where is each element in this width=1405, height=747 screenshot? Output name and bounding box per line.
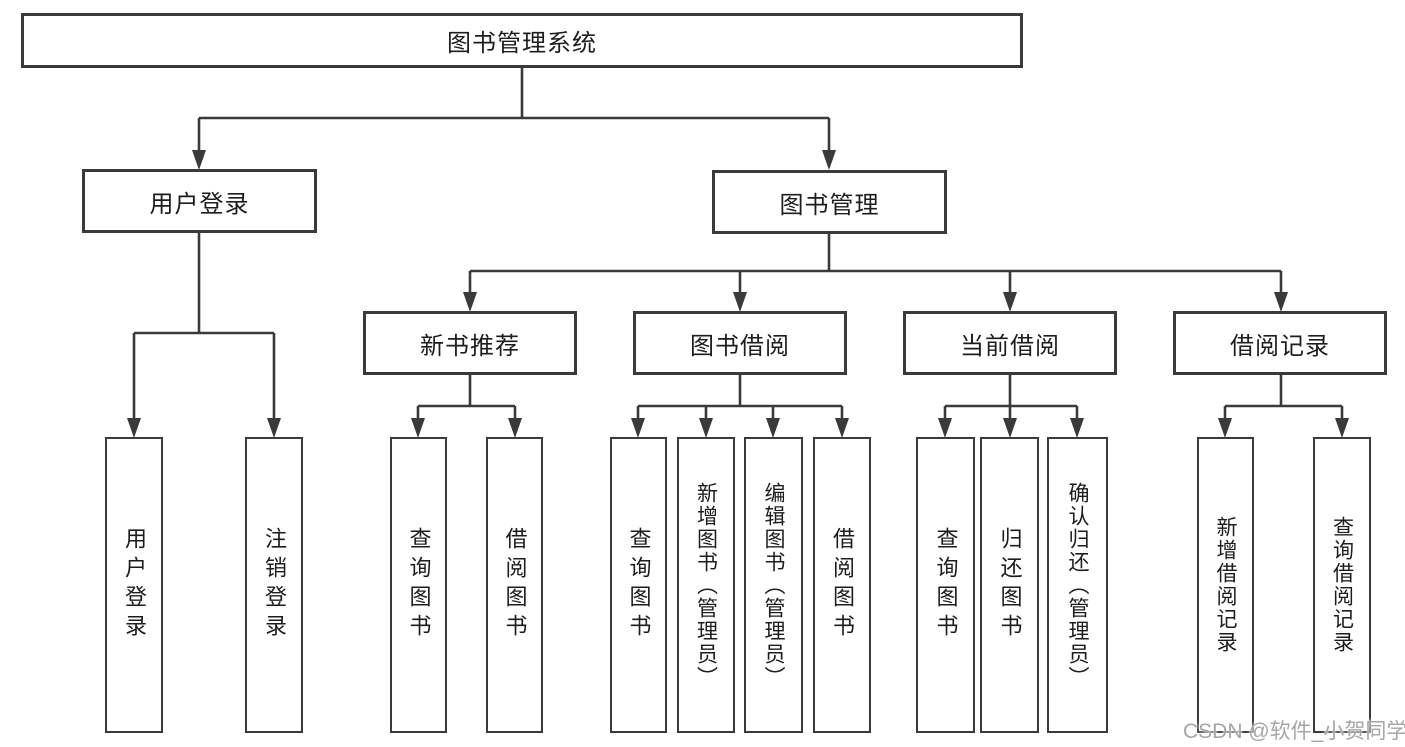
leaf-query-books-borrow: 查询图书 xyxy=(610,437,667,733)
csdn-watermark: CSDN @软件_小贺同学 xyxy=(1183,720,1405,743)
leaf-query-borrow-record: 查询借阅记录 xyxy=(1313,437,1371,733)
node-user-login-branch: 用户登录 xyxy=(82,169,317,233)
leaf-query-books-current: 查询图书 xyxy=(916,437,975,733)
node-label: 借阅记录 xyxy=(1230,332,1330,360)
node-system-root: 图书管理系统 xyxy=(21,13,1023,68)
node-book-management-branch: 图书管理 xyxy=(712,170,947,234)
leaf-add-borrow-record: 新增借阅记录 xyxy=(1197,437,1254,733)
leaf-logout: 注销登录 xyxy=(245,437,303,733)
node-label: 当前借阅 xyxy=(960,332,1060,360)
leaf-confirm-return-admin: 确认归还（管理员） xyxy=(1047,437,1108,733)
leaf-borrow-books: 借阅图书 xyxy=(813,437,871,733)
leaf-add-books-admin: 新增图书（管理员） xyxy=(677,437,735,733)
node-new-book-recommend: 新书推荐 xyxy=(363,311,577,375)
node-label: 用户登录 xyxy=(149,190,250,218)
node-label: 图书管理 xyxy=(779,191,880,219)
leaf-user-login: 用户登录 xyxy=(105,437,163,733)
node-book-borrow: 图书借阅 xyxy=(633,311,847,375)
node-borrow-records: 借阅记录 xyxy=(1173,311,1387,375)
leaf-query-books-recommend: 查询图书 xyxy=(390,437,447,733)
leaf-borrow-books-recommend: 借阅图书 xyxy=(486,437,543,733)
node-label: 新书推荐 xyxy=(420,332,520,360)
leaf-edit-books-admin: 编辑图书（管理员） xyxy=(744,437,803,733)
node-current-borrow: 当前借阅 xyxy=(903,311,1117,375)
leaf-return-books: 归还图书 xyxy=(980,437,1039,733)
node-label: 图书借阅 xyxy=(690,332,790,360)
node-label: 图书管理系统 xyxy=(447,30,597,57)
